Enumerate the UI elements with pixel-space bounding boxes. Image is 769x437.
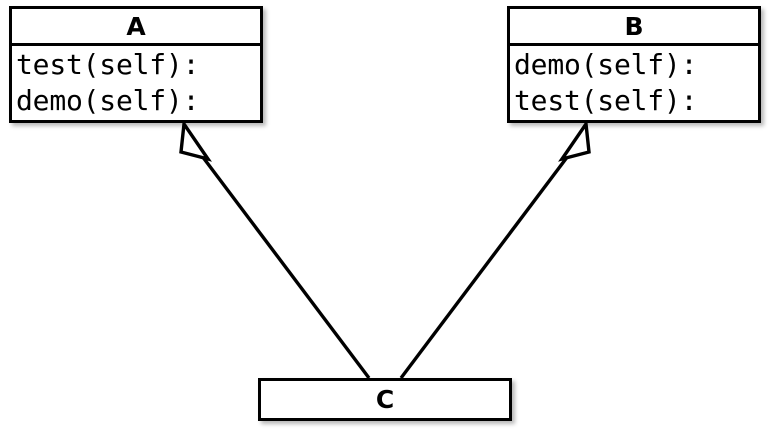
class-a-members-compartment: test(self): demo(self):	[12, 46, 260, 121]
generalization-line-c-a	[194, 146, 371, 380]
class-a-member-0: test(self):	[16, 48, 200, 81]
class-c-name-compartment: C	[261, 381, 509, 418]
generalization-line-c-b	[399, 146, 576, 380]
class-a-name: A	[126, 11, 146, 41]
class-a-member-1: demo(self):	[16, 84, 200, 117]
uml-class-a[interactable]: A test(self): demo(self):	[9, 6, 263, 123]
hollow-triangle-arrowhead-b	[558, 119, 591, 162]
class-b-name: B	[624, 11, 644, 41]
generalization-c-to-b[interactable]	[399, 119, 591, 380]
class-b-name-compartment: B	[510, 9, 758, 46]
class-c-name: C	[375, 385, 395, 414]
generalization-c-to-a[interactable]	[179, 119, 371, 380]
class-b-member-0: demo(self):	[514, 48, 698, 81]
class-b-member-1: test(self):	[514, 84, 698, 117]
hollow-triangle-arrowhead-a	[179, 119, 212, 162]
uml-class-c[interactable]: C	[258, 378, 512, 421]
class-b-members-compartment: demo(self): test(self):	[510, 46, 758, 121]
class-a-name-compartment: A	[12, 9, 260, 46]
uml-class-b[interactable]: B demo(self): test(self):	[507, 6, 761, 123]
